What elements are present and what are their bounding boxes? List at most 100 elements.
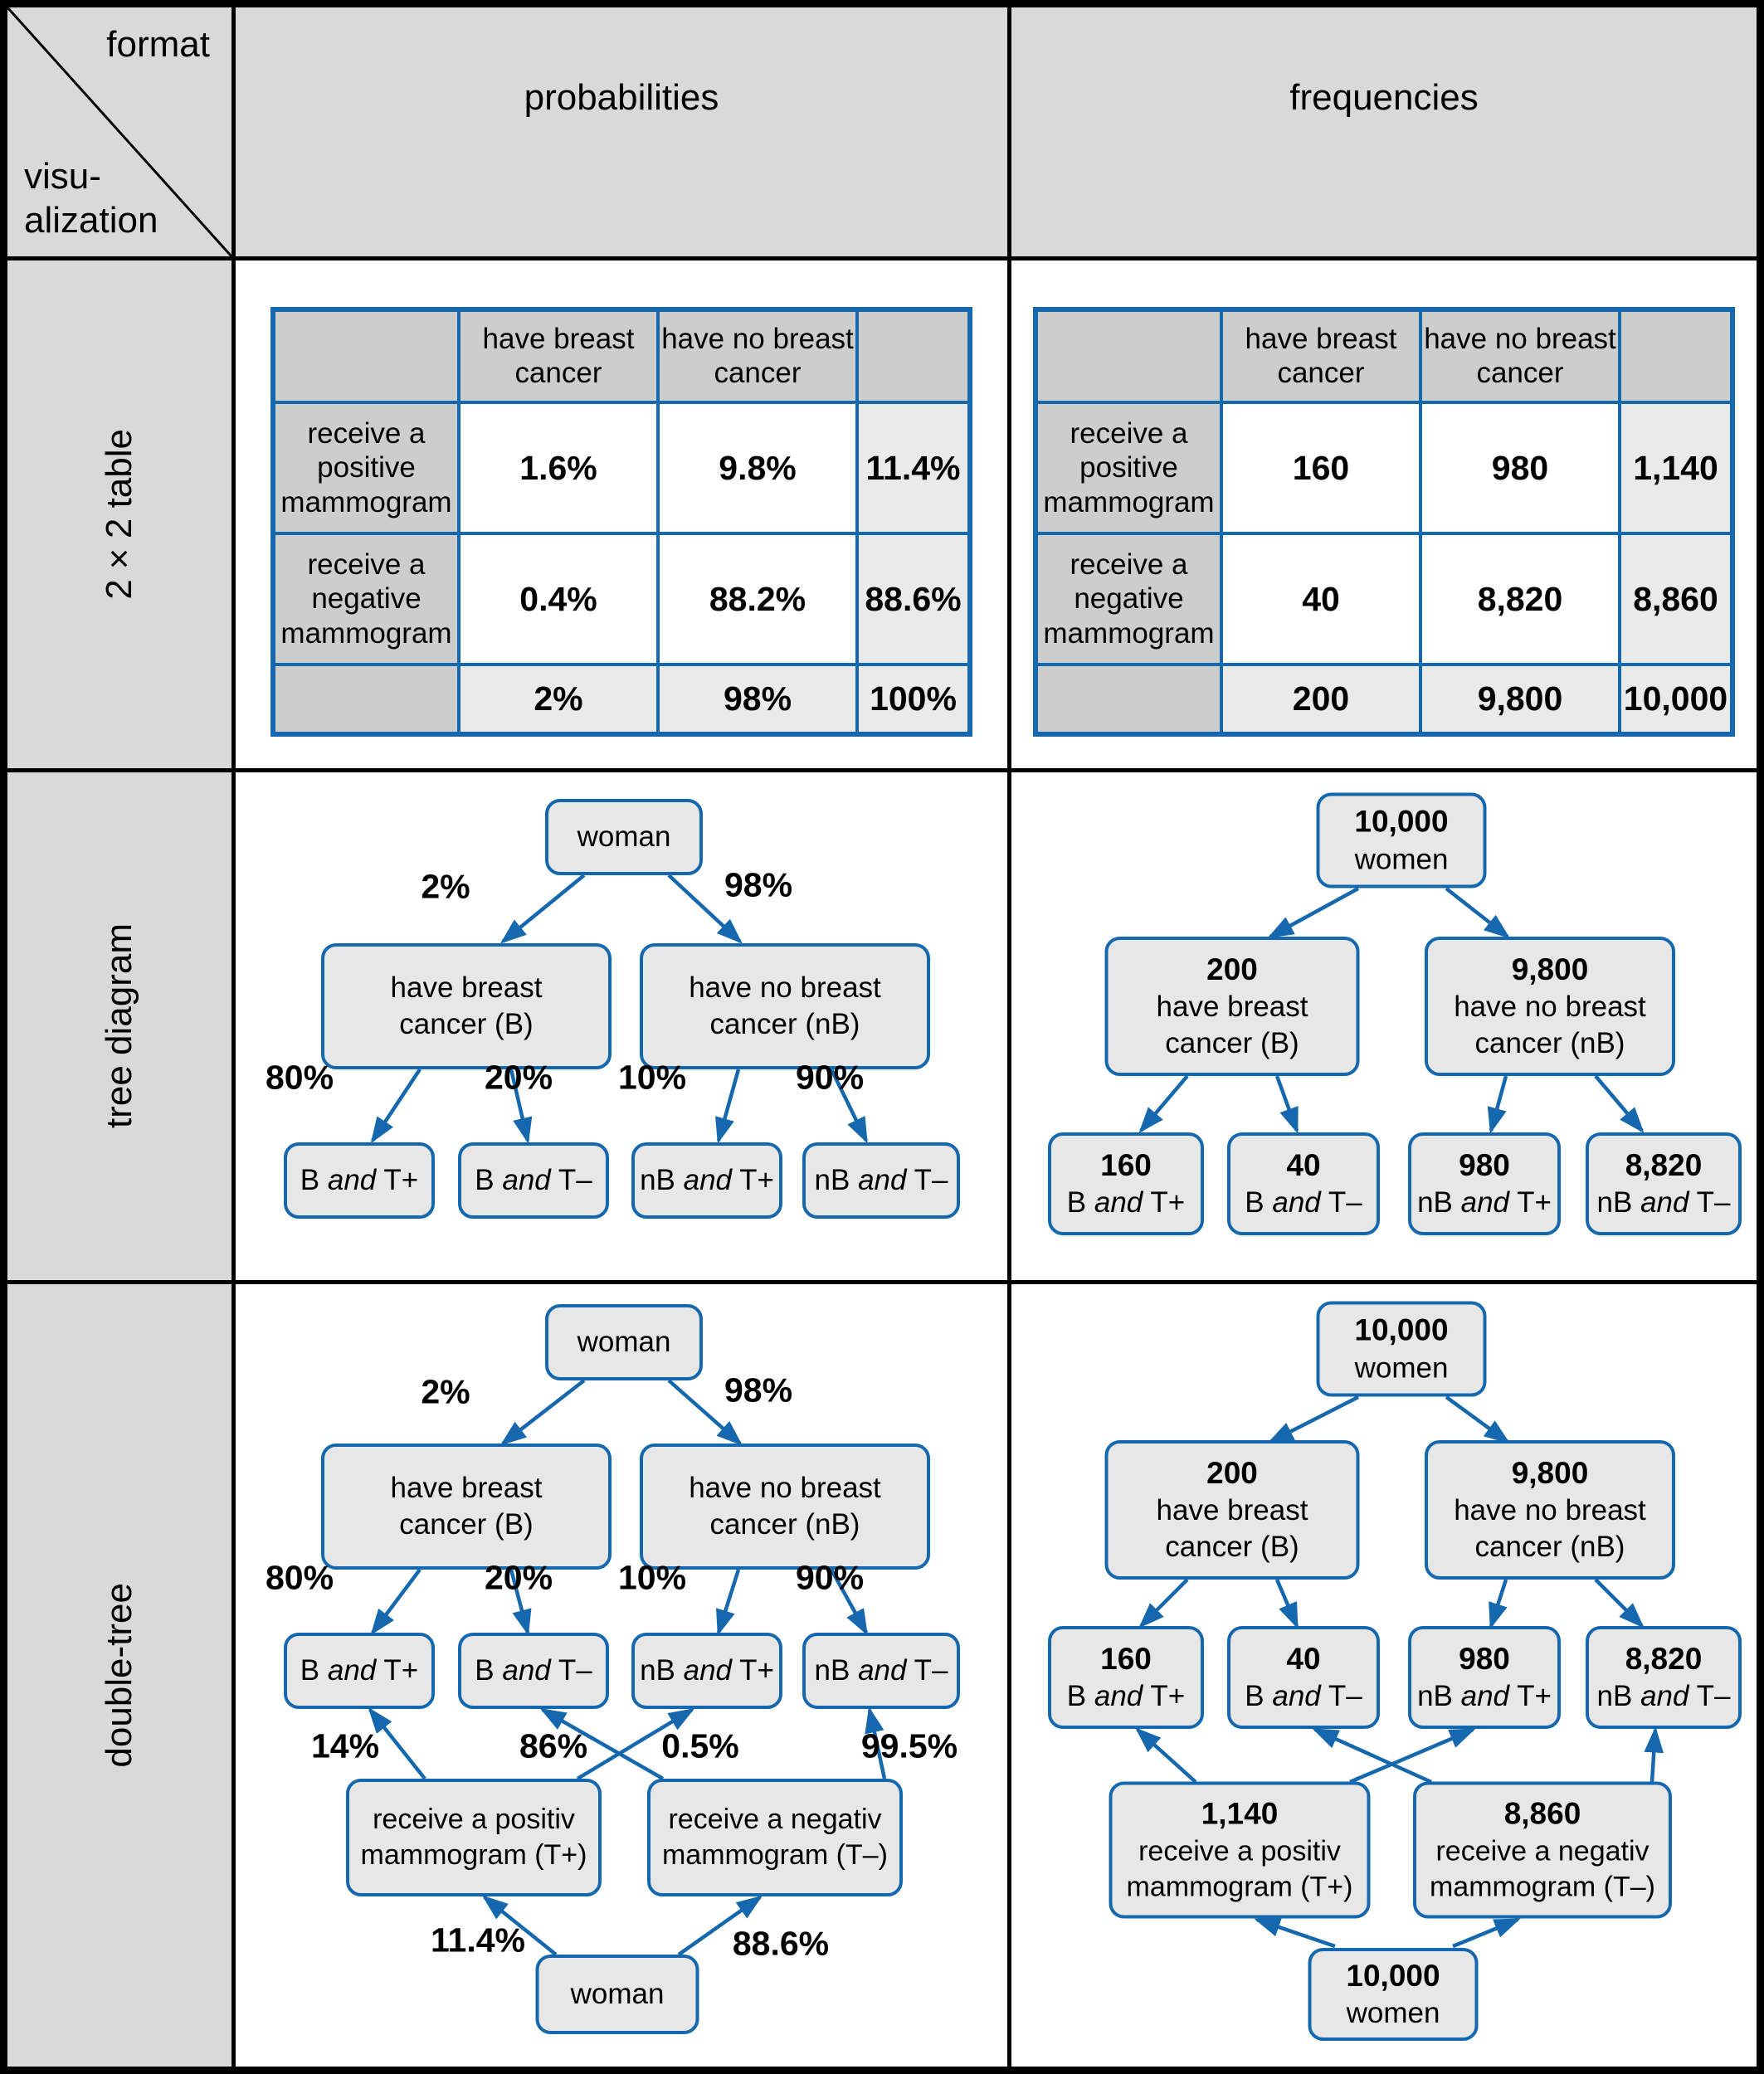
grand-total: 100% <box>855 663 972 736</box>
edge-label: 0.5% <box>661 1726 739 1765</box>
row-total: 11.4% <box>855 401 972 535</box>
diagonal-divider <box>7 7 231 256</box>
2x2-table-probabilities: have breast cancer have no breast cancer… <box>270 307 972 737</box>
edge-label: 20% <box>484 1558 553 1597</box>
leaf-b-and-t-pos: B and T+ <box>284 1633 435 1709</box>
leaf-nb-and-t-pos: nB and T+ <box>631 1633 782 1709</box>
leaf-b-and-t-neg: B and T– <box>458 1633 609 1709</box>
row-header-negative: receive a negative mammogram <box>271 532 460 666</box>
edge-label: 2% <box>421 867 470 906</box>
edge-label: 10% <box>617 1058 687 1097</box>
leaf-nb-and-t-neg: 8,820 nB and T– <box>1586 1132 1742 1235</box>
edge-label: 86% <box>519 1726 588 1765</box>
row-header-double-tree: double-tree <box>7 1284 231 2067</box>
col-total: 98% <box>656 663 859 736</box>
col-header-have-cancer: have breast cancer <box>457 308 660 404</box>
panel-table-frequencies: have breast cancer have no breast cancer… <box>1011 260 1757 768</box>
edge-label: 80% <box>265 1558 334 1597</box>
leaf-b-and-t-pos: B and T+ <box>284 1142 435 1219</box>
empty-corner <box>271 308 460 404</box>
cell-value: 88.2% <box>656 532 859 666</box>
row-header-positive: receive a positive mammogram <box>271 401 460 535</box>
row-header-tree-diagram: tree diagram <box>7 772 231 1280</box>
edge-label: 80% <box>265 1058 334 1097</box>
corner-label-format: format <box>106 24 210 65</box>
cell-value: 0.4% <box>457 532 660 666</box>
row-total: 88.6% <box>855 532 972 666</box>
edge-label: 90% <box>795 1558 865 1597</box>
leaf-nb-and-t-pos: 980 nB and T+ <box>1408 1626 1561 1729</box>
leaf-b-and-t-neg: B and T– <box>458 1142 609 1219</box>
edge-label: 99.5% <box>860 1726 958 1765</box>
leaf-b-and-t-neg: 40 B and T– <box>1227 1132 1380 1235</box>
corner-label-visualization: visu- alization <box>24 156 158 241</box>
edge-label: 10% <box>617 1558 687 1597</box>
double-tree-arrows <box>368 1379 887 1956</box>
leaf-nb-and-t-neg: nB and T– <box>802 1633 960 1709</box>
row-total: 8,860 <box>1618 532 1734 666</box>
edge-label: 14% <box>310 1726 380 1765</box>
empty-header <box>855 308 972 404</box>
leaf-nb-and-t-neg: 8,820 nB and T– <box>1586 1626 1742 1729</box>
cell-value: 160 <box>1220 401 1422 535</box>
cell-value: 40 <box>1220 532 1422 666</box>
tree-arrows <box>1138 887 1645 1134</box>
cell-value: 9.8% <box>656 401 859 535</box>
node-woman-top: woman <box>545 1304 703 1380</box>
empty-footer <box>1034 663 1223 736</box>
edge-label: 2% <box>421 1372 470 1411</box>
col-header-have-cancer: have breast cancer <box>1220 308 1422 404</box>
leaf-b-and-t-neg: 40 B and T– <box>1227 1626 1380 1729</box>
double-tree-arrows <box>1135 1395 1664 1949</box>
node-woman: woman <box>545 799 703 875</box>
edge-label: 90% <box>795 1058 865 1097</box>
column-header-frequencies: frequencies <box>1011 7 1757 256</box>
edge-label: 98% <box>724 865 793 904</box>
empty-footer <box>271 663 460 736</box>
empty-header <box>1618 308 1734 404</box>
grand-total: 10,000 <box>1618 663 1734 736</box>
edge-label: 88.6% <box>732 1924 830 1963</box>
row-header-negative: receive a negative mammogram <box>1034 532 1223 666</box>
col-total: 2% <box>457 663 660 736</box>
col-header-no-cancer: have no breast cancer <box>1419 308 1621 404</box>
row-header-2x2-table: 2×2 table <box>7 260 231 768</box>
column-header-probabilities: probabilities <box>236 7 1007 256</box>
leaf-nb-and-t-pos: nB and T+ <box>631 1142 782 1219</box>
cell-value: 1.6% <box>457 401 660 535</box>
leaf-nb-and-t-pos: 980 nB and T+ <box>1408 1132 1561 1235</box>
leaf-b-and-t-pos: 160 B and T+ <box>1048 1626 1204 1729</box>
cell-value: 8,820 <box>1419 532 1621 666</box>
node-woman-bottom: woman <box>535 1955 699 2034</box>
edge-label: 11.4% <box>431 1921 525 1960</box>
edge-label: 20% <box>484 1058 553 1097</box>
empty-corner <box>1034 308 1223 404</box>
tree-arrows <box>370 874 869 1144</box>
row-header-positive: receive a positive mammogram <box>1034 401 1223 535</box>
2x2-table-frequencies: have breast cancer have no breast cancer… <box>1033 307 1735 737</box>
row-total: 1,140 <box>1618 401 1734 535</box>
leaf-nb-and-t-neg: nB and T– <box>802 1142 960 1219</box>
edge-label: 98% <box>724 1370 793 1409</box>
leaf-b-and-t-pos: 160 B and T+ <box>1048 1132 1204 1235</box>
cell-value: 980 <box>1419 401 1621 535</box>
corner-cell: format visu- alization <box>7 7 231 256</box>
